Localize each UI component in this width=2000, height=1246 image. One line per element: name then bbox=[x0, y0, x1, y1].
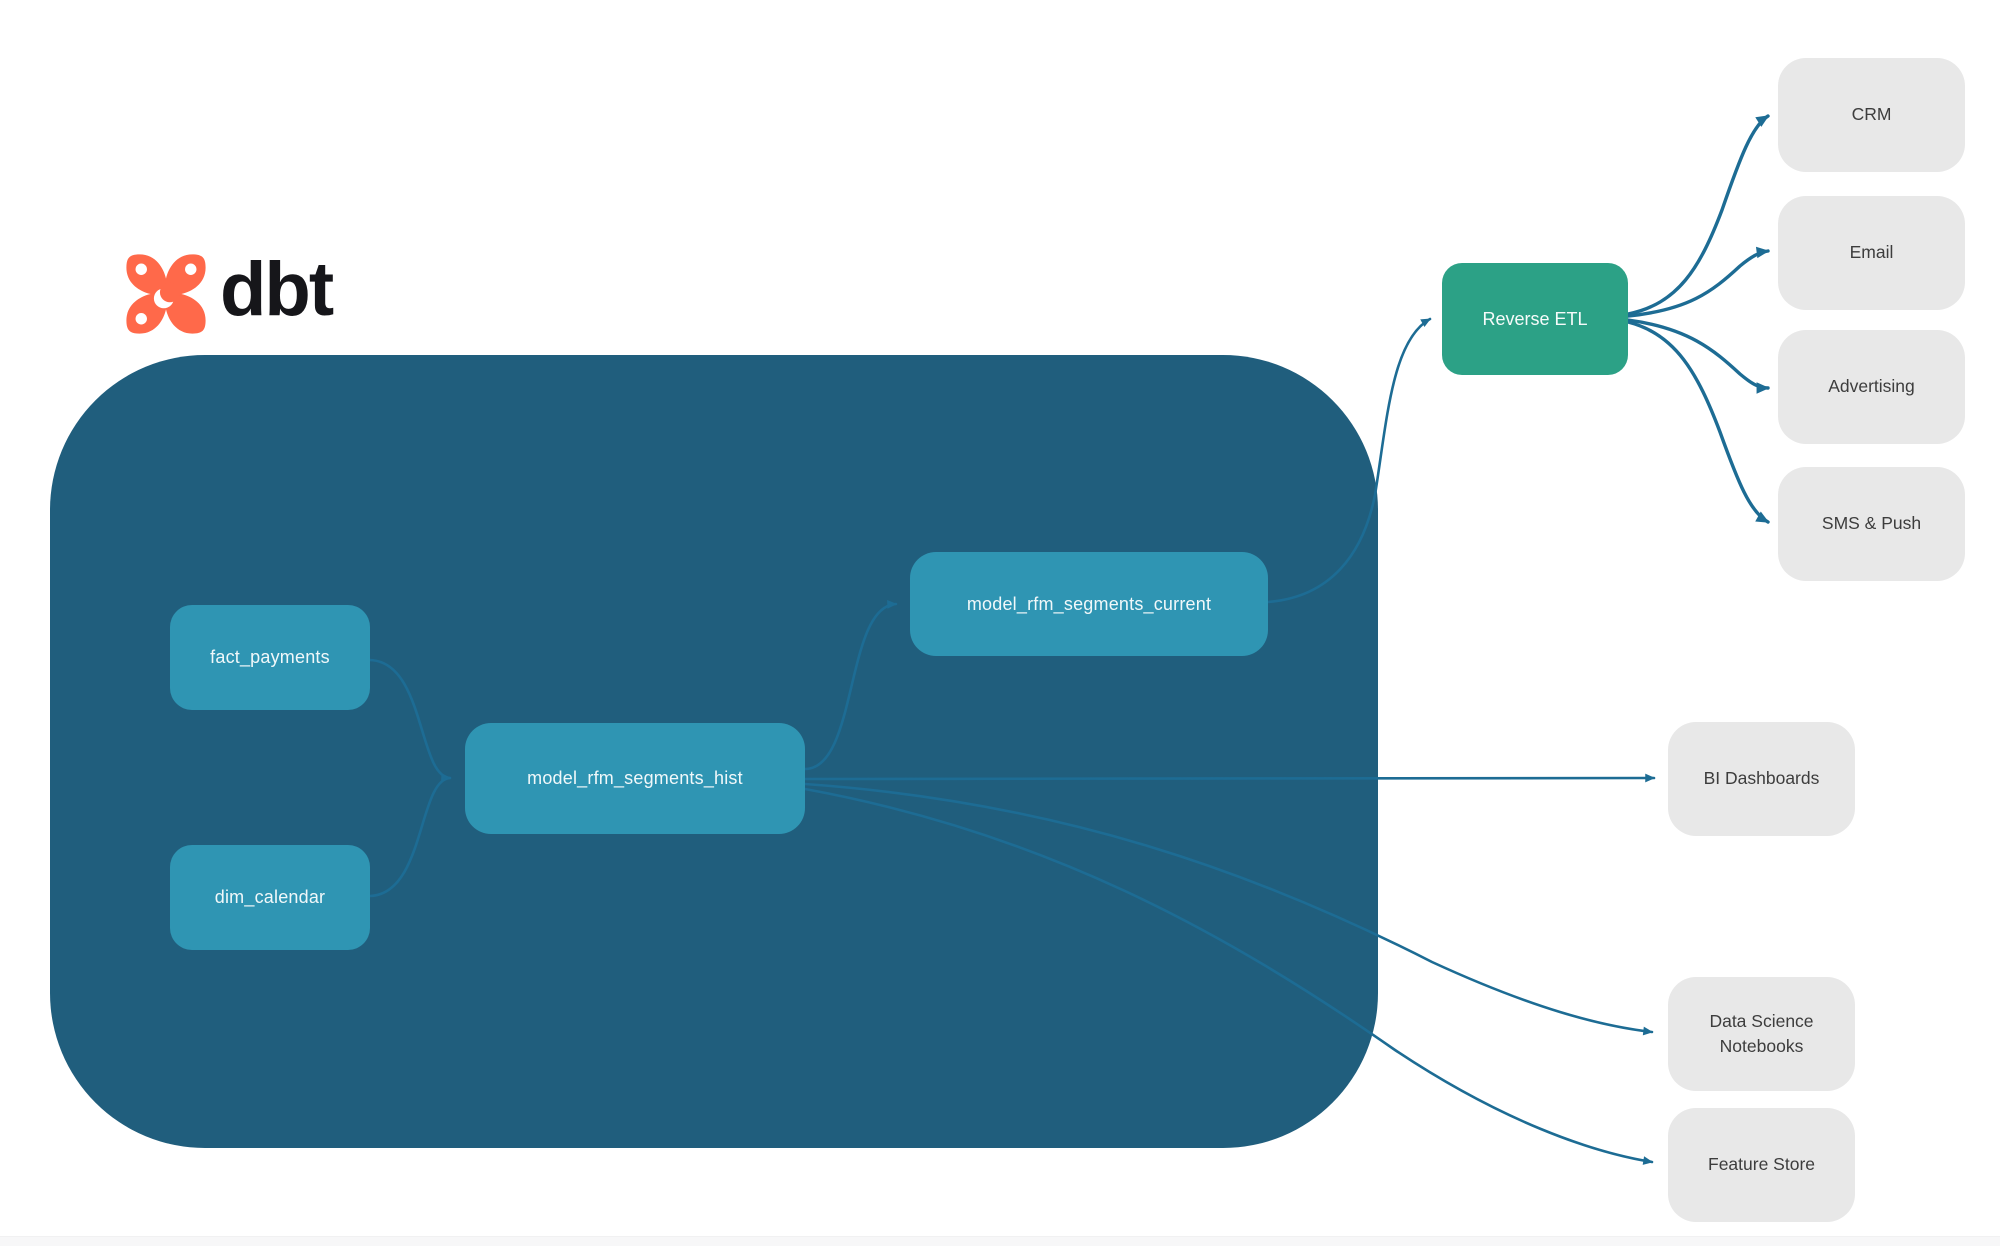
node-dim-calendar-label: dim_calendar bbox=[214, 887, 326, 907]
consumer-bi-dashboards[interactable]: BI Dashboards bbox=[1668, 722, 1855, 836]
node-reverse-etl[interactable]: Reverse ETL bbox=[1442, 263, 1628, 375]
dbt-logo-icon bbox=[126, 254, 206, 334]
dbt-logo-text: dbt bbox=[220, 247, 334, 332]
node-model-rfm-segments-hist[interactable]: model_rfm_segments_hist bbox=[465, 723, 805, 834]
consumer-data-science-notebooks-label: Data Science Notebooks bbox=[1709, 1010, 1814, 1056]
node-fact-payments-label: fact_payments bbox=[210, 647, 330, 667]
consumer-bi-dashboards-label: BI Dashboards bbox=[1703, 768, 1820, 789]
consumer-feature-store[interactable]: Feature Store bbox=[1668, 1108, 1855, 1222]
bottom-edge-strip bbox=[0, 1236, 2000, 1246]
edge-reverse-etl-to-sms-push bbox=[1626, 320, 1770, 524]
destination-advertising-label: Advertising bbox=[1828, 376, 1915, 397]
destination-crm[interactable]: CRM bbox=[1778, 58, 1965, 172]
node-fact-payments[interactable]: fact_payments bbox=[170, 605, 370, 710]
dbt-logo: dbt bbox=[122, 247, 334, 338]
destination-advertising[interactable]: Advertising bbox=[1778, 330, 1965, 444]
destination-sms-push-label: SMS & Push bbox=[1821, 513, 1922, 534]
node-model-rfm-segments-current[interactable]: model_rfm_segments_current bbox=[910, 552, 1268, 656]
destination-sms-push[interactable]: SMS & Push bbox=[1778, 467, 1965, 581]
node-dim-calendar[interactable]: dim_calendar bbox=[170, 845, 370, 950]
destination-email-label: Email bbox=[1849, 242, 1894, 263]
consumer-feature-store-label: Feature Store bbox=[1708, 1154, 1815, 1175]
edge-reverse-etl-to-advertising bbox=[1626, 318, 1770, 394]
edge-reverse-etl-to-crm bbox=[1626, 114, 1770, 316]
node-model-rfm-segments-hist-label: model_rfm_segments_hist bbox=[527, 768, 743, 788]
node-model-rfm-segments-current-label: model_rfm_segments_current bbox=[966, 593, 1212, 614]
destination-crm-label: CRM bbox=[1851, 104, 1892, 125]
consumer-data-science-notebooks[interactable]: Data Science Notebooks bbox=[1668, 977, 1855, 1091]
edge-reverse-etl-to-email bbox=[1626, 246, 1770, 318]
destination-email[interactable]: Email bbox=[1778, 196, 1965, 310]
node-reverse-etl-label: Reverse ETL bbox=[1482, 308, 1588, 329]
